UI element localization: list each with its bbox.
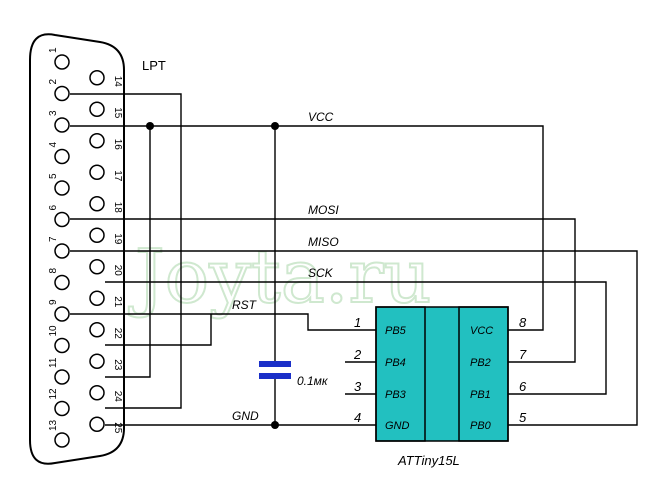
capacitor-plate-bottom <box>259 373 291 379</box>
lpt-pin-number: 5 <box>48 173 59 179</box>
net-label-mosi: MOSI <box>308 203 339 217</box>
ic-pin-number: 8 <box>519 315 527 330</box>
lpt-pin-number: 6 <box>48 205 59 211</box>
lpt-pins: 1234567891011121314151617181920212223242… <box>48 47 123 448</box>
lpt-pin-number: 7 <box>48 236 59 242</box>
junction-dot <box>271 421 279 429</box>
lpt-pin-hole <box>54 148 70 165</box>
lpt-pin-hole <box>89 227 105 243</box>
lpt-pin-hole <box>54 400 70 417</box>
lpt-pin-hole <box>89 353 105 369</box>
wire-rst <box>70 313 376 331</box>
lpt-pin-number: 22 <box>112 328 123 340</box>
wire-vcc <box>70 125 544 331</box>
wire-pin24 <box>105 126 151 378</box>
ic-pin-number: 3 <box>354 379 362 394</box>
ic-pin-number: 6 <box>519 379 527 394</box>
net-label-sck: SCK <box>308 266 334 280</box>
lpt-pin-number: 3 <box>48 110 59 116</box>
lpt-pin-hole <box>54 117 70 133</box>
wire-pin23 <box>105 314 212 346</box>
lpt-pin-hole <box>89 164 105 180</box>
ic-pin-number: 7 <box>519 347 527 362</box>
junction-dot <box>146 122 154 130</box>
wire-mosi <box>70 218 576 363</box>
lpt-pin-number: 11 <box>48 357 59 368</box>
lpt-connector-shell <box>29 33 125 465</box>
net-label-vcc: VCC <box>308 110 334 124</box>
wires <box>70 93 638 426</box>
lpt-pin-number: 23 <box>112 359 123 371</box>
ic-attiny15l <box>375 306 509 442</box>
lpt-pin-number: 17 <box>112 170 123 182</box>
lpt-pin-hole <box>54 306 70 322</box>
lpt-pin-number: 20 <box>112 265 123 277</box>
lpt-pin-hole <box>89 70 105 86</box>
ic-pin-name: PB3 <box>385 389 407 401</box>
capacitor-plate-top <box>259 361 291 367</box>
ic-pin-name: PB4 <box>385 357 406 369</box>
lpt-pin-number: 12 <box>48 388 59 400</box>
ic-pin-number: 5 <box>519 410 527 425</box>
ic-body <box>375 306 509 442</box>
lpt-pin-hole <box>54 274 70 291</box>
lpt-pin-number: 1 <box>48 47 59 53</box>
lpt-pin-number: 16 <box>112 139 123 151</box>
lpt-pin-hole <box>54 432 70 448</box>
ic-pin-number: 2 <box>353 347 362 362</box>
wire-sck <box>105 281 607 395</box>
ic-pin-number: 4 <box>354 410 361 425</box>
lpt-pin-number: 15 <box>112 107 123 119</box>
lpt-pin-hole <box>54 180 70 196</box>
lpt-pin-hole <box>89 196 105 212</box>
lpt-pin-hole <box>54 337 70 354</box>
lpt-pin-hole <box>54 85 70 102</box>
lpt-pin-hole <box>89 101 105 117</box>
lpt-pin-number: 21 <box>112 296 123 308</box>
ic-left-column <box>375 306 426 442</box>
lpt-pin-number: 10 <box>48 325 59 337</box>
lpt-pin-number: 4 <box>48 142 59 148</box>
net-label-gnd: GND <box>232 409 259 423</box>
ic-pin-number: 1 <box>354 315 361 330</box>
junction-dot <box>271 122 279 130</box>
lpt-pin-number: 24 <box>112 391 123 403</box>
chip-name: ATTiny15L <box>397 453 460 468</box>
lpt-pin-hole <box>89 385 105 401</box>
ic-pin-name: GND <box>385 420 410 432</box>
lpt-pin-hole <box>89 416 105 432</box>
ic-pin-name: PB5 <box>385 325 407 337</box>
lpt-pin-hole <box>89 259 105 275</box>
lpt-pin-hole <box>54 211 70 228</box>
lpt-pin-number: 14 <box>112 76 123 88</box>
ic-pin-name: PB1 <box>470 389 491 401</box>
lpt-pin-hole <box>54 54 70 70</box>
ic-right-column <box>458 306 509 442</box>
lpt-pin-hole <box>54 243 70 259</box>
lpt-pin-hole <box>89 290 105 306</box>
ic-pin-name: PB2 <box>470 357 491 369</box>
ic-pin-name: PB0 <box>470 420 492 432</box>
ic-pin-name: VCC <box>470 325 493 337</box>
net-label-rst: RST <box>232 298 258 312</box>
net-label-miso: MISO <box>308 235 339 249</box>
lpt-pin-number: 18 <box>112 202 123 214</box>
lpt-pin-hole <box>89 322 105 338</box>
lpt-pin-hole <box>54 369 70 385</box>
lpt-pin-number: 13 <box>48 419 59 431</box>
capacitor <box>259 361 291 379</box>
wire-miso <box>70 250 638 426</box>
lpt-pin-number: 25 <box>112 422 123 434</box>
lpt-pin-number: 2 <box>48 79 59 85</box>
lpt-pin-number: 8 <box>48 268 59 274</box>
lpt-label: LPT <box>142 58 166 73</box>
lpt-pin-hole <box>89 133 105 149</box>
lpt-pin-number: 9 <box>48 299 59 305</box>
lpt-pin-number: 19 <box>112 233 123 245</box>
capacitor-value: 0.1мк <box>297 374 329 388</box>
